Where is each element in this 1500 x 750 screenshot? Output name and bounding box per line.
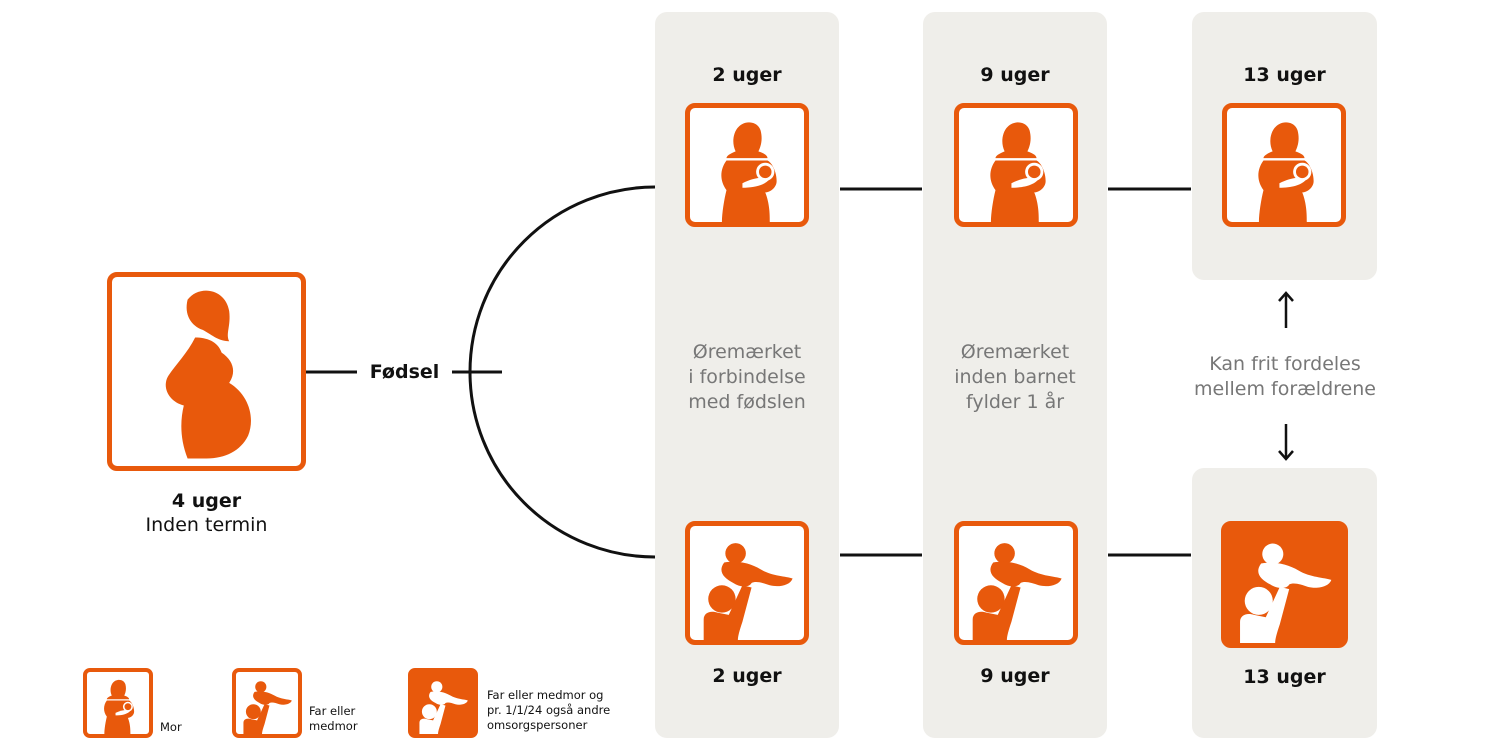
legend-mother-icon bbox=[83, 668, 153, 738]
legend-caregiver-filled-icon bbox=[408, 668, 478, 738]
pregnancy-weeks: 4 uger bbox=[171, 490, 242, 512]
arrow-up-icon bbox=[1278, 291, 1294, 328]
father-icon bbox=[954, 521, 1078, 645]
father-icon bbox=[685, 521, 809, 645]
column-3-top-weeks: 13 uger bbox=[1243, 64, 1326, 86]
column-2-bottom-weeks: 9 uger bbox=[980, 665, 1050, 687]
legend-father-label: Far eller medmor bbox=[309, 704, 358, 733]
legend-father-icon bbox=[232, 668, 302, 738]
column-3-note: Kan frit fordeles mellem forældrene bbox=[1194, 353, 1376, 400]
mother-icon bbox=[1222, 103, 1346, 227]
column-1-note: Øremærket i forbindelse med fødslen bbox=[688, 341, 806, 413]
legend-caregiver-label: Far eller medmor og pr. 1/1/24 også andr… bbox=[487, 688, 611, 732]
column-2-top-weeks: 9 uger bbox=[980, 64, 1050, 86]
arrow-down-icon bbox=[1278, 424, 1294, 461]
birth-label: Fødsel bbox=[369, 361, 440, 383]
legend-mother-label: Mor bbox=[160, 720, 182, 734]
column-2-note: Øremærket inden barnet fylder 1 år bbox=[954, 341, 1076, 413]
mother-icon bbox=[685, 103, 809, 227]
column-3-bottom-weeks: 13 uger bbox=[1243, 666, 1326, 688]
column-1-bottom-weeks: 2 uger bbox=[712, 665, 782, 687]
caregiver-filled-icon bbox=[1221, 521, 1348, 648]
column-1-top-weeks: 2 uger bbox=[712, 64, 782, 86]
pregnant-woman-icon bbox=[107, 272, 306, 471]
pregnancy-subtitle: Inden termin bbox=[145, 514, 268, 536]
mother-icon bbox=[954, 103, 1078, 227]
